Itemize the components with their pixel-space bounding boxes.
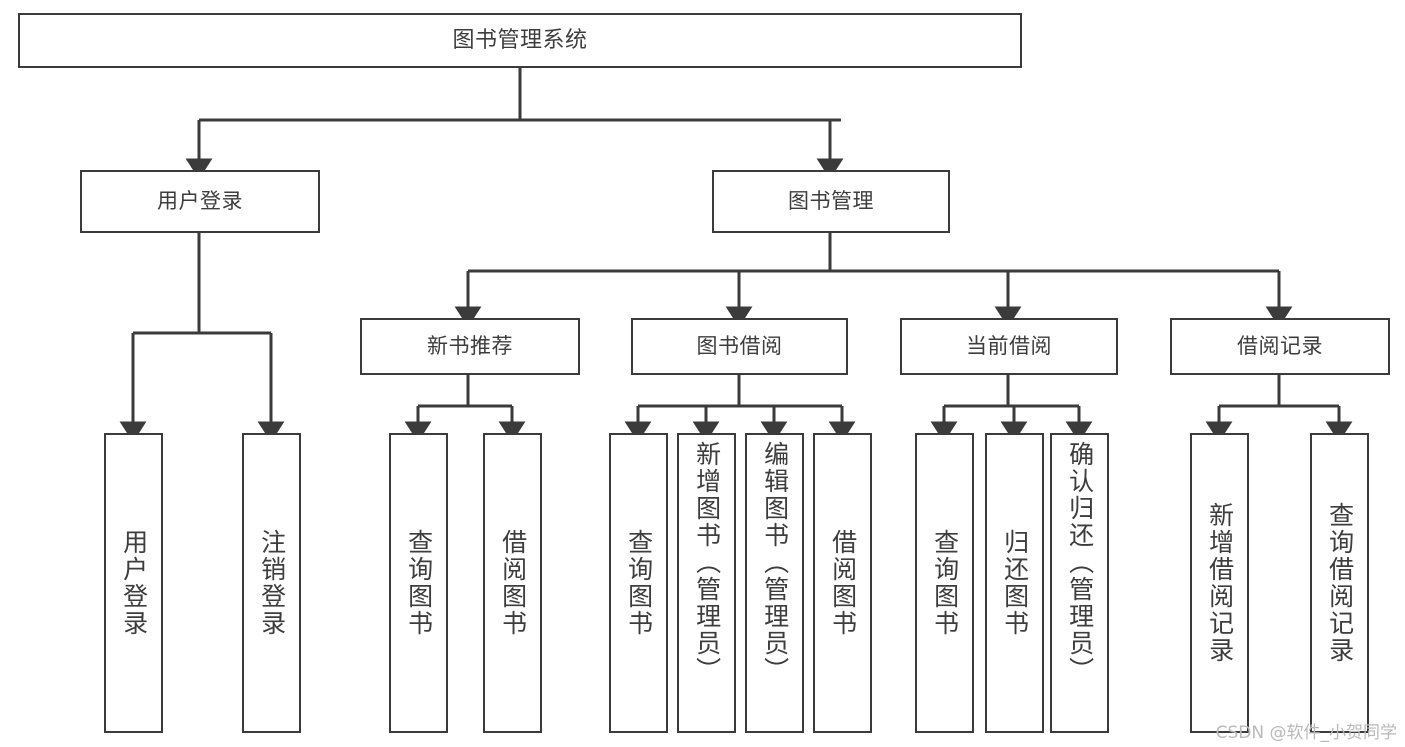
node-new-book-recommend[interactable]: 新书推荐 — [360, 318, 580, 375]
node-leaf-add-book[interactable]: 新增图书（管理员） — [677, 433, 736, 733]
node-label: 新增图书（管理员） — [692, 441, 722, 684]
node-label: 查询借阅记录 — [1325, 502, 1355, 664]
node-leaf-borrow-book-2[interactable]: 借阅图书 — [813, 433, 872, 733]
node-label: 确认归还（管理员） — [1065, 441, 1095, 684]
node-root-book-management-system[interactable]: 图书管理系统 — [18, 13, 1022, 68]
node-label: 图书管理系统 — [452, 27, 588, 53]
node-leaf-edit-book[interactable]: 编辑图书（管理员） — [745, 433, 804, 733]
node-label: 查询图书 — [624, 529, 654, 637]
node-leaf-logout[interactable]: 注销登录 — [242, 433, 301, 733]
node-leaf-add-record[interactable]: 新增借阅记录 — [1190, 433, 1249, 733]
node-label: 用户登录 — [119, 529, 149, 637]
node-borrow-record[interactable]: 借阅记录 — [1170, 318, 1390, 375]
node-book-borrow[interactable]: 图书借阅 — [631, 318, 848, 375]
node-leaf-return-book[interactable]: 归还图书 — [985, 433, 1044, 733]
node-label: 归还图书 — [1000, 529, 1030, 637]
node-label: 注销登录 — [257, 529, 287, 637]
node-leaf-user-login[interactable]: 用户登录 — [104, 433, 163, 733]
node-leaf-confirm-return[interactable]: 确认归还（管理员） — [1050, 433, 1109, 733]
node-label: 新增借阅记录 — [1205, 502, 1235, 664]
node-label: 图书管理 — [788, 189, 874, 214]
node-leaf-query-book-2[interactable]: 查询图书 — [609, 433, 668, 733]
node-label: 图书借阅 — [696, 334, 783, 359]
node-book-management[interactable]: 图书管理 — [712, 170, 950, 233]
node-user-login[interactable]: 用户登录 — [80, 170, 320, 233]
node-current-borrow[interactable]: 当前借阅 — [900, 318, 1118, 375]
node-label: 查询图书 — [404, 529, 434, 637]
node-label: 编辑图书（管理员） — [760, 441, 790, 684]
node-leaf-borrow-book-1[interactable]: 借阅图书 — [483, 433, 542, 733]
node-label: 借阅图书 — [828, 529, 858, 637]
node-leaf-query-book-3[interactable]: 查询图书 — [915, 433, 974, 733]
node-label: 新书推荐 — [427, 334, 513, 359]
node-leaf-query-book-1[interactable]: 查询图书 — [389, 433, 448, 733]
node-label: 借阅图书 — [498, 529, 528, 637]
node-leaf-query-record[interactable]: 查询借阅记录 — [1310, 433, 1369, 733]
node-label: 当前借阅 — [966, 334, 1052, 359]
node-label: 查询图书 — [930, 529, 960, 637]
node-label: 借阅记录 — [1237, 334, 1323, 359]
node-label: 用户登录 — [157, 189, 243, 214]
